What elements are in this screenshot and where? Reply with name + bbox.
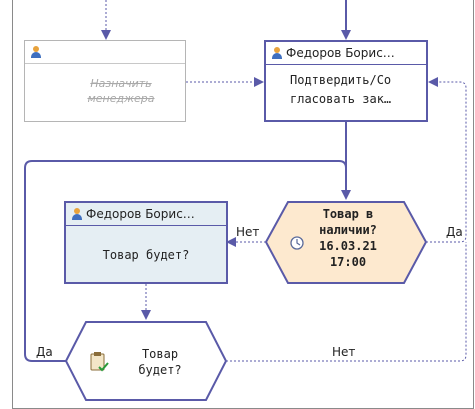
edge-willbe-yes-loop — [24, 160, 347, 362]
user-icon — [30, 46, 42, 58]
task-card-will-be[interactable]: Федоров Борис… Товар будет? — [64, 201, 228, 284]
card-header: Федоров Борис… — [266, 42, 426, 65]
instock-date: 16.03.21 — [319, 239, 377, 253]
instock-time: 17:00 — [329, 255, 367, 269]
instock-label-1: Товар в — [322, 207, 374, 221]
willbe-hexagon — [64, 321, 228, 401]
edge-label-instock-yes: Да — [446, 225, 463, 239]
card-header — [25, 41, 185, 64]
willbe-decision-text[interactable]: Товар будет? — [116, 346, 204, 378]
approve-order-label: Подтвердить/Со гласовать зак… — [290, 73, 392, 106]
user-icon — [71, 208, 83, 220]
card-header: Федоров Борис… — [66, 203, 226, 226]
edge-label-willbe-no: Нет — [332, 345, 356, 359]
edge-instock-yes — [426, 77, 467, 243]
clock-icon — [290, 236, 304, 250]
task-card-approve-order[interactable]: Федоров Борис… Подтвердить/Со гласовать … — [264, 40, 428, 122]
assign-manager-label: Назначить менеджера — [87, 77, 155, 105]
instock-hexagon — [264, 201, 428, 284]
clipboard-check-icon-willbe — [90, 352, 109, 372]
instock-decision-text[interactable]: Товар в наличии? 16.03.21 17:00 — [304, 206, 392, 270]
instock-label-2: наличии? — [319, 223, 377, 237]
edge-label-willbe-yes: Да — [36, 345, 53, 359]
willbe-label-1: Товар — [141, 347, 179, 361]
willbe-label-2: будет? — [138, 363, 182, 377]
will-be-card-label: Товар будет? — [102, 248, 190, 262]
assignee-name: Федоров Борис… — [86, 207, 195, 221]
task-card-assign-manager[interactable]: Назначить менеджера — [24, 40, 186, 122]
edge-label-instock-no: Нет — [236, 225, 260, 239]
user-icon — [271, 47, 283, 59]
assignee-name: Федоров Борис… — [286, 46, 395, 60]
